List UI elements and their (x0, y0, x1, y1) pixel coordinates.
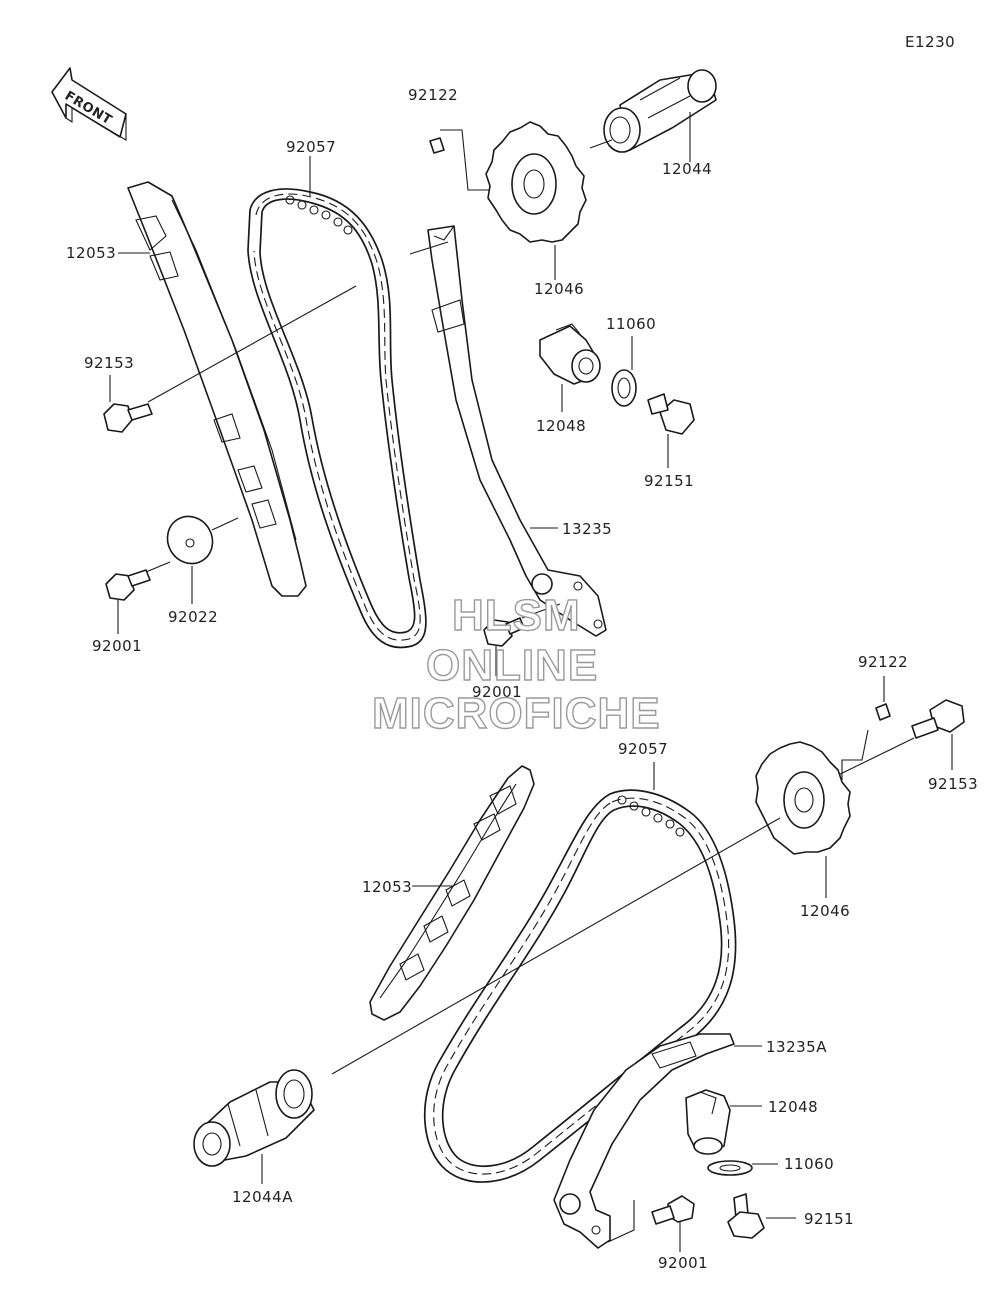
bolt-92153-top (103, 285, 357, 433)
front-direction-arrow-icon: FRONT (51, 67, 127, 141)
label-92122-bot: 92122 (858, 653, 908, 671)
label-92153-top: 92153 (84, 354, 134, 372)
gasket-11060-bot (707, 1160, 778, 1176)
watermark: HLSM ONLINE MICROFICHE (371, 590, 661, 738)
label-12044A: 12044A (232, 1188, 293, 1206)
chain-guide-12053-bot (369, 765, 535, 1021)
label-92022: 92022 (168, 608, 218, 626)
label-92151-top: 92151 (644, 472, 694, 490)
bolt-92151-top (647, 393, 695, 468)
camshaft-12044 (603, 69, 717, 162)
gasket-11060-top (611, 336, 637, 407)
label-92001-mid: 92001 (472, 683, 522, 701)
label-92001-bot: 92001 (658, 1254, 708, 1272)
label-92153-bot: 92153 (928, 775, 978, 793)
label-11060-top: 11060 (606, 315, 656, 333)
label-92122-top: 92122 (408, 86, 458, 104)
label-92057-top: 92057 (286, 138, 336, 156)
label-13235: 13235 (562, 520, 612, 538)
cam-chain-92057-top (247, 188, 427, 649)
label-92057-bot: 92057 (618, 740, 668, 758)
chain-tensioner-12048-top (539, 323, 601, 412)
dowel-pin-92122-top (429, 129, 500, 191)
chain-guide-12053-top (127, 181, 307, 597)
figure-code: E1230 (905, 33, 955, 51)
tensioner-guide-13235A (553, 1033, 762, 1249)
label-12053-top: 12053 (66, 244, 116, 262)
washer-92022 (166, 515, 239, 604)
cam-chain-92057-bot (423, 762, 737, 1183)
label-92151-bot: 92151 (804, 1210, 854, 1228)
label-12048-top: 12048 (536, 417, 586, 435)
camshaft-12044A (193, 1069, 315, 1184)
label-11060-bot: 11060 (784, 1155, 834, 1173)
bolt-92001-mid (483, 603, 561, 676)
watermark-line-1: HLSM (452, 591, 581, 640)
watermark-line-3: MICROFICHE (372, 689, 661, 738)
watermark-line-2: ONLINE (426, 641, 598, 690)
label-12044: 12044 (662, 160, 712, 178)
label-12046-bot: 12046 (800, 902, 850, 920)
label-92001-left: 92001 (92, 637, 142, 655)
label-13235A: 13235A (766, 1038, 827, 1056)
cam-sprocket-12046-bot (755, 741, 851, 898)
dowel-pin-92122-bot (841, 676, 891, 780)
label-12053-bot: 12053 (362, 878, 412, 896)
bolt-92001-bot (651, 1195, 695, 1252)
shaft-axis-line (331, 817, 781, 1075)
cam-sprocket-12046-top (485, 121, 613, 280)
tensioner-guide-13235 (409, 225, 607, 637)
bolt-92153-bot (827, 699, 965, 781)
label-12046-top: 12046 (534, 280, 584, 298)
bolt-92151-bot (727, 1193, 796, 1239)
chain-tensioner-12048-bot (685, 1089, 762, 1155)
bolt-92001-left (105, 561, 171, 634)
label-12048-bot: 12048 (768, 1098, 818, 1116)
